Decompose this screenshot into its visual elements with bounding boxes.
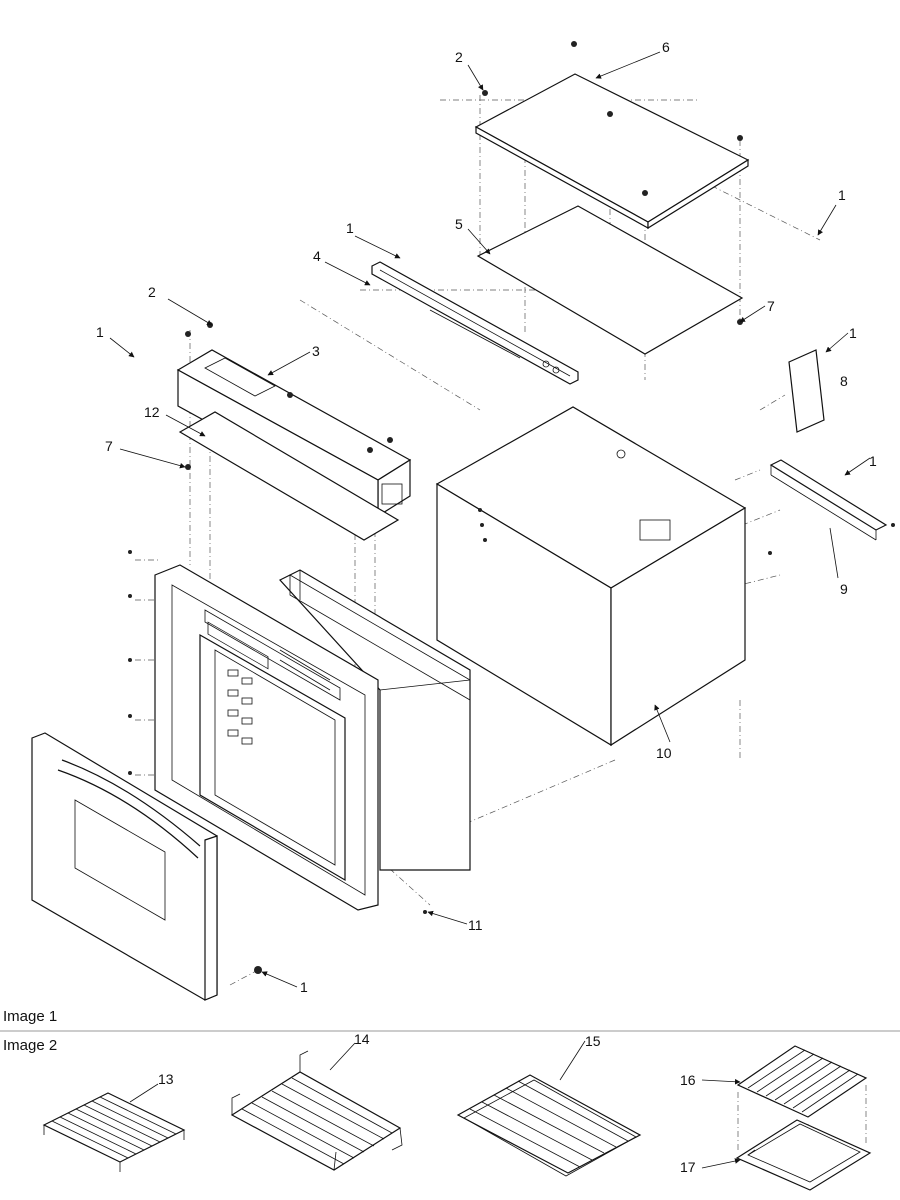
callout-4: 4: [313, 248, 321, 264]
screw-icon: [482, 90, 488, 96]
callout-1: 1: [346, 220, 354, 236]
control-panel: [204, 609, 341, 701]
callout-labels: 2 6 1 5 1 4 2 1 3 12 7 7 1 8 1 9 10 11 1: [96, 39, 877, 995]
callout-9: 9: [840, 581, 848, 597]
screw-icon: [185, 331, 191, 337]
screw-icon: [423, 910, 427, 914]
grid-16-slats: [747, 1049, 859, 1113]
part-6-top-panel: [474, 73, 750, 230]
rack-15-bars: [469, 1080, 629, 1168]
image-2-caption: Image 2: [3, 1037, 57, 1054]
callout-leaders: [109, 51, 871, 988]
image-1-caption: Image 1: [3, 1008, 57, 1025]
part-9-side-strip: [769, 459, 888, 541]
part-12-lower-plate: [178, 411, 400, 541]
part-14-rack: [230, 1050, 403, 1171]
callout-7: 7: [105, 438, 113, 454]
callout-10: 10: [656, 745, 672, 761]
screw-icon: [185, 464, 191, 470]
part-10-cabinet-box: [435, 406, 747, 747]
screw-icon: [128, 714, 132, 718]
screw-icon: [287, 392, 293, 398]
callout-12: 12: [144, 404, 160, 420]
callout-2: 2: [148, 284, 156, 300]
screw-icon: [128, 658, 132, 662]
screw-icon: [480, 523, 484, 527]
screw-icon: [128, 771, 132, 775]
callout-11: 11: [468, 917, 483, 933]
callout-6: 6: [662, 39, 670, 55]
callout-1: 1: [96, 324, 104, 340]
screw-icon: [768, 551, 772, 555]
screw-icon: [642, 190, 648, 196]
rack-14-bars: [241, 1077, 393, 1165]
screw-icon: [128, 550, 132, 554]
callout-17: 17: [680, 1159, 696, 1175]
image-1-exploded-view: 2 6 1 5 1 4 2 1 3 12 7 7 1 8 1 9 10 11 1: [31, 39, 895, 1001]
part-17-broiler-pan: [735, 1119, 872, 1191]
part-4-bracket-strip: [371, 261, 579, 385]
screw-icon: [387, 437, 393, 443]
screw-icon: [254, 966, 262, 974]
screw-icon: [478, 508, 482, 512]
callout-13: 13: [158, 1071, 174, 1087]
callout-15: 15: [585, 1033, 601, 1049]
callout-16: 16: [680, 1072, 696, 1088]
callout-14: 14: [354, 1031, 370, 1047]
screw-icon: [571, 41, 577, 47]
screw-icon: [737, 135, 743, 141]
screw-icon: [607, 111, 613, 117]
screw-icon: [483, 538, 487, 542]
screw-icon: [891, 523, 895, 527]
part-13-small-rack: [42, 1092, 186, 1172]
callout-1: 1: [849, 325, 857, 341]
callout-2: 2: [455, 49, 463, 65]
part-15-flat-rack: [456, 1074, 642, 1177]
callout-5: 5: [455, 216, 463, 232]
callout-7: 7: [767, 298, 775, 314]
screw-icon: [367, 447, 373, 453]
part-5-insulation-sheet: [476, 205, 744, 355]
image-2-leaders: [129, 1040, 741, 1169]
rack-13-bars: [51, 1096, 177, 1159]
callout-3: 3: [312, 343, 320, 359]
callout-1: 1: [300, 979, 308, 995]
oven-body: [279, 569, 471, 871]
window-vents: [227, 669, 253, 745]
screws: [128, 41, 895, 974]
callout-8: 8: [840, 373, 848, 389]
screw-icon: [128, 594, 132, 598]
oven-door: [31, 732, 218, 1001]
image-2-accessories: 13 14 15 16 17: [42, 1031, 872, 1191]
callout-1: 1: [869, 453, 877, 469]
callout-1: 1: [838, 187, 846, 203]
oven-front-frame: [154, 564, 379, 911]
part-8-side-panel: [788, 349, 825, 433]
